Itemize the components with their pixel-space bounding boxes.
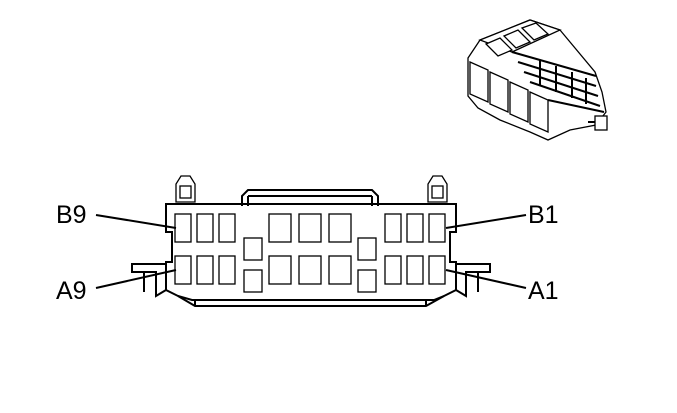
connector-3d-view: [467, 19, 608, 141]
pin-label-b9: B9: [56, 201, 87, 229]
leader-line-a1: [445, 269, 527, 289]
pin-label-a1: A1: [528, 277, 559, 305]
pin-label-b1: B1: [528, 201, 559, 229]
leader-line-a9: [95, 269, 177, 289]
connector-face-view: [131, 175, 491, 307]
pin-callouts: B9 B1 A9 A1: [56, 201, 559, 305]
leader-line-b9: [95, 214, 177, 229]
leader-line-b1: [445, 214, 527, 229]
pin-label-a9: A9: [56, 277, 87, 305]
row-a-cavities: [174, 255, 446, 293]
row-b-cavities: [174, 213, 446, 261]
